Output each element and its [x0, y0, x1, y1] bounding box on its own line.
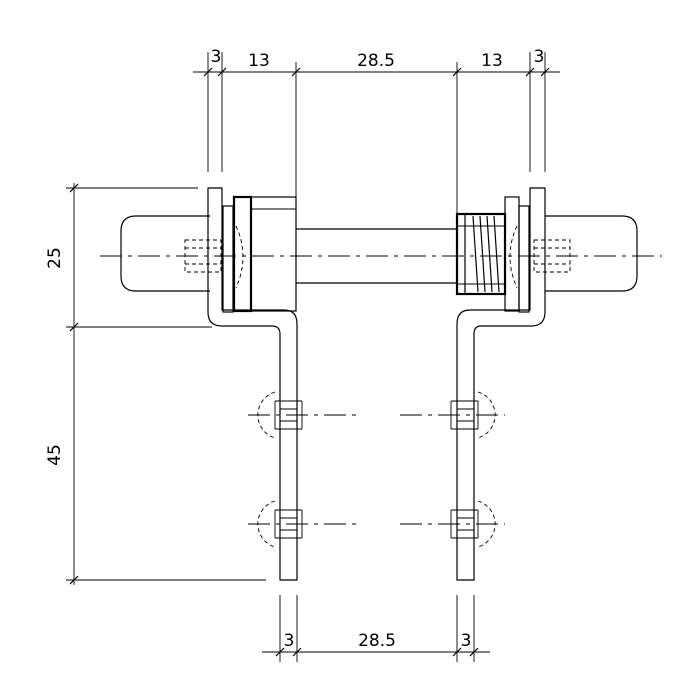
dim-bottom-right-plate: 3 [461, 631, 472, 651]
bolt-left-upper [248, 391, 356, 439]
dim-side-lower: 45 [45, 444, 65, 466]
dim-top-center: 28.5 [357, 51, 395, 71]
right-bracket-assembly [455, 187, 638, 581]
dim-side-upper: 25 [45, 247, 65, 269]
dim-bottom-left-plate: 3 [284, 631, 295, 651]
bolt-left-lower [248, 500, 356, 548]
shaft [296, 228, 457, 284]
left-bracket-assembly [120, 187, 298, 581]
dim-bottom-center: 28.5 [358, 631, 396, 651]
dim-top-right-plate: 3 [534, 47, 545, 67]
bolt-right-upper [400, 391, 505, 439]
bottom-dimension-group: 3 28.5 3 [262, 595, 490, 662]
side-dimension-group: 25 45 [45, 183, 266, 585]
top-dimension-group: 3 13 28.5 13 3 [193, 47, 560, 215]
dim-top-left-bracket: 13 [248, 51, 270, 71]
dim-top-left-plate: 3 [211, 47, 222, 67]
bolt-right-lower [400, 500, 505, 548]
mounting-bolts [248, 391, 505, 548]
dim-top-right-bracket: 13 [481, 51, 503, 71]
